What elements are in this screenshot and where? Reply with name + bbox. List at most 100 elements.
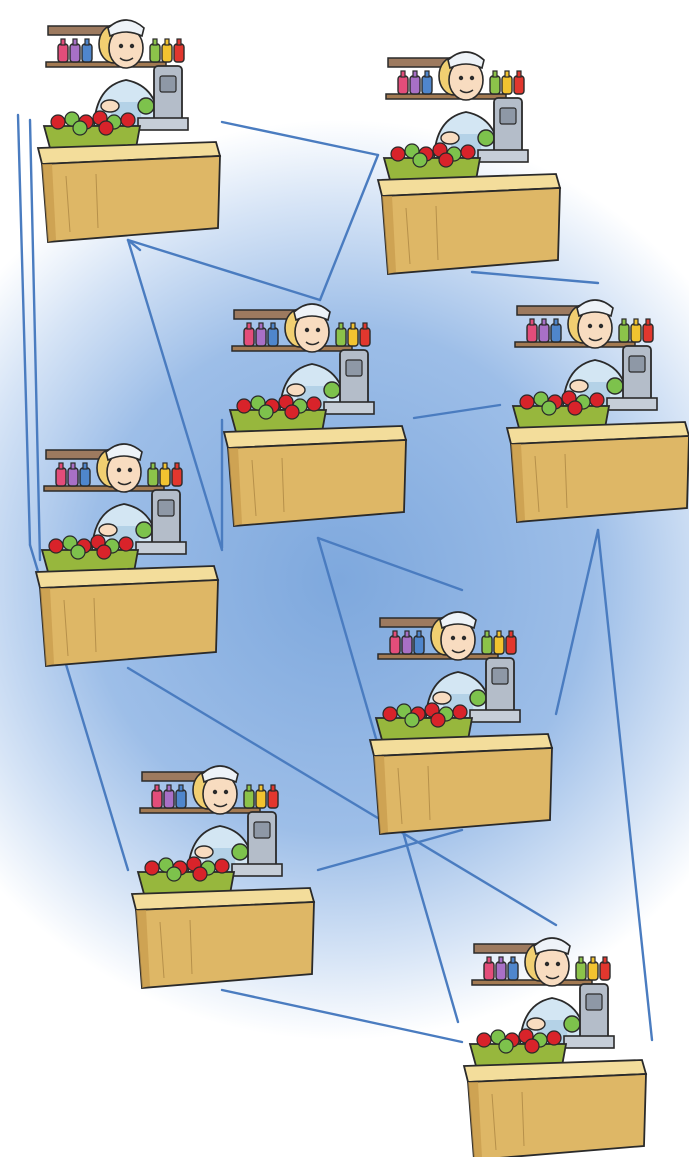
connector-line [596, 528, 654, 1042]
register-base [477, 149, 529, 163]
register-base [469, 709, 521, 723]
shopkeeper-figure [222, 303, 408, 527]
hand [526, 1017, 546, 1031]
register-base [231, 863, 283, 877]
cap [107, 19, 145, 38]
connector-line [554, 528, 600, 716]
bottle-cap [645, 318, 651, 326]
bottle-cap [270, 322, 276, 330]
eye [458, 75, 464, 81]
bottle [55, 467, 67, 487]
bottle-cap [508, 630, 514, 638]
held-apple [606, 377, 624, 395]
apple [476, 1032, 492, 1048]
counter-front [373, 747, 553, 835]
bottle [69, 43, 81, 63]
apple [382, 706, 398, 722]
bottle [159, 467, 171, 487]
bottle [630, 323, 642, 343]
counter-front [510, 435, 689, 523]
apple [118, 536, 134, 552]
apple [48, 538, 64, 554]
bottle [79, 467, 91, 487]
bottle-cap [178, 784, 184, 792]
smile [213, 803, 228, 808]
counter-front [227, 439, 407, 527]
smile [119, 57, 134, 62]
connector-line [126, 238, 322, 302]
apple [72, 120, 88, 136]
apple [546, 1030, 562, 1046]
bottle-cap [154, 784, 160, 792]
register-screen [157, 499, 175, 517]
bottle [359, 327, 371, 347]
bottle-cap [496, 630, 502, 638]
eye [116, 467, 122, 473]
shelf-plank [377, 653, 499, 660]
apple [284, 404, 300, 420]
bottle [151, 789, 163, 809]
connector-line [470, 270, 600, 285]
register-screen [345, 359, 363, 377]
bottle [489, 75, 501, 95]
bottle [255, 789, 267, 809]
shelf-plank [471, 979, 593, 986]
bottle-cap [486, 956, 492, 964]
apple [96, 544, 112, 560]
counter-side [40, 588, 54, 666]
eye [469, 75, 475, 81]
wood-grain [491, 1091, 525, 1151]
bottle-cap [578, 956, 584, 964]
cap [447, 51, 485, 70]
bottle [618, 323, 630, 343]
connector-line [126, 238, 142, 252]
held-apple [477, 129, 495, 147]
connector-line [126, 238, 224, 552]
blue-glow [0, 20, 689, 1140]
eye [587, 323, 593, 329]
apple [306, 396, 322, 412]
bottle-cap [362, 322, 368, 330]
counter-front [135, 901, 315, 989]
shelf-plank [139, 807, 261, 814]
eye [555, 961, 561, 967]
held-apple [469, 689, 487, 707]
bottle-cap [392, 630, 398, 638]
bottle-cap [258, 784, 264, 792]
hand [440, 131, 460, 145]
apple [589, 392, 605, 408]
bottle [495, 961, 507, 981]
bottle [335, 327, 347, 347]
bottle [526, 323, 538, 343]
bottle-cap [176, 38, 182, 46]
counter-side [382, 196, 396, 274]
bottle [173, 43, 185, 63]
bottle-cap [602, 956, 608, 964]
shelf-plank [43, 485, 165, 492]
shopkeeper-figure [376, 51, 562, 275]
shopkeeper-figure [368, 611, 554, 835]
bottle-cap [541, 318, 547, 326]
counter-side [374, 756, 388, 834]
counter-side [228, 448, 242, 526]
bottle-cap [338, 322, 344, 330]
bottle [243, 789, 255, 809]
apple [50, 114, 66, 130]
eye [212, 789, 218, 795]
bottle-cap [246, 322, 252, 330]
cap [439, 611, 477, 630]
bottle [575, 961, 587, 981]
bottle [513, 75, 525, 95]
apple [120, 112, 136, 128]
apple [460, 144, 476, 160]
apple [524, 1038, 540, 1054]
connector-line [16, 113, 32, 547]
register-base [323, 401, 375, 415]
shopkeeper-figure [36, 19, 222, 243]
bottle-cap [350, 322, 356, 330]
connector-line [316, 536, 464, 592]
bottle [421, 75, 433, 95]
wood-grain [159, 919, 193, 979]
bottle [243, 327, 255, 347]
